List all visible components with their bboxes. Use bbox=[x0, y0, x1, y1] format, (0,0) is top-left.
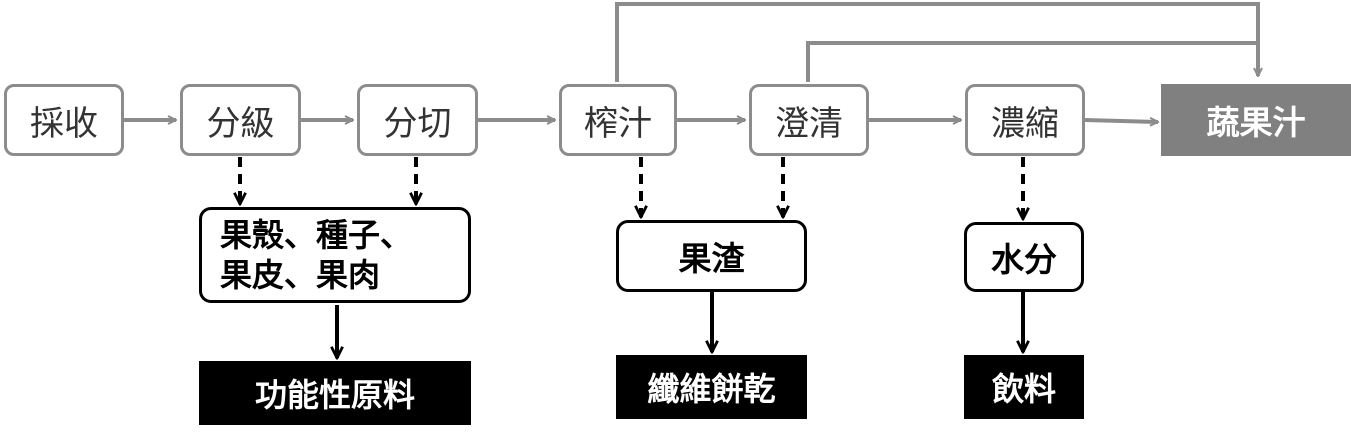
byproduct-peel-seed-flesh: 果殼、種子、 果皮、果肉 bbox=[199, 207, 471, 303]
step-cut: 分切 bbox=[357, 84, 478, 156]
byproduct-water: 水分 bbox=[964, 222, 1084, 292]
bypass-from-clarifying bbox=[806, 41, 1258, 82]
step-clarify: 澄清 bbox=[749, 84, 869, 156]
bypass-from-juicing bbox=[615, 2, 1258, 82]
step-grade: 分級 bbox=[180, 84, 301, 156]
product-beverage: 飲料 bbox=[964, 355, 1084, 419]
product-functional-material: 功能性原料 bbox=[199, 361, 471, 425]
byproduct-pomace: 果渣 bbox=[616, 220, 807, 292]
arrow-concentrate-to-juice-product bbox=[1084, 120, 1158, 122]
step-harvest: 採收 bbox=[4, 84, 124, 156]
step-juicing: 榨汁 bbox=[559, 84, 677, 156]
product-fiber-cookie: 纖維餅乾 bbox=[616, 355, 807, 419]
final-product-juice: 蔬果汁 bbox=[1161, 84, 1351, 156]
step-concentrate: 濃縮 bbox=[965, 84, 1085, 156]
